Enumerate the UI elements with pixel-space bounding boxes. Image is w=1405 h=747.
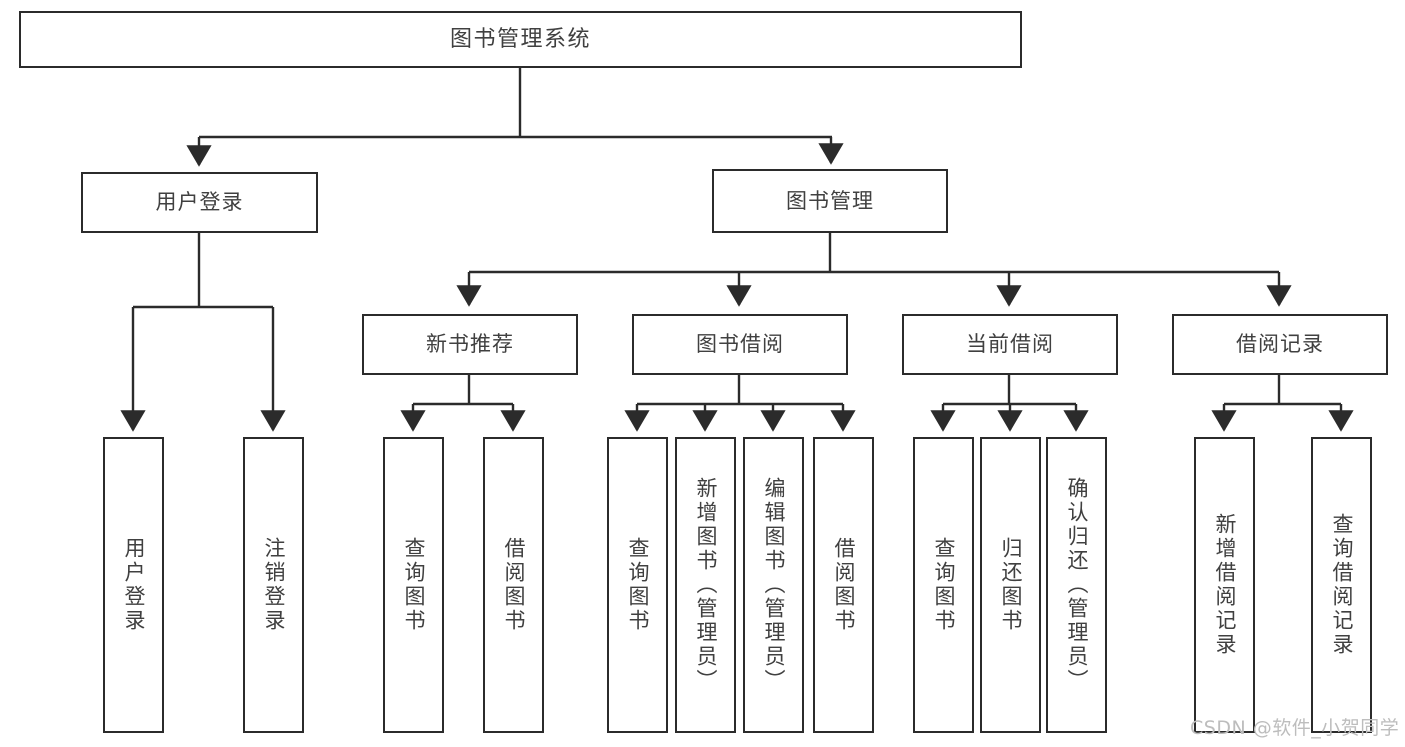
node-leaf-query-book-borrow[interactable]: 查询图书 [607, 437, 668, 733]
node-leaf-logout[interactable]: 注销登录 [243, 437, 304, 733]
node-leaf-logout-label: 注销登录 [262, 537, 286, 633]
node-book-management-label: 图书管理 [786, 188, 874, 213]
watermark: CSDN @软件_小贺同学 [1190, 717, 1400, 739]
node-leaf-query-book-new[interactable]: 查询图书 [383, 437, 444, 733]
node-leaf-confirm-return-admin[interactable]: 确认归还（管理员） [1046, 437, 1107, 733]
node-leaf-return-book[interactable]: 归还图书 [980, 437, 1041, 733]
node-leaf-query-borrow-record-label: 查询借阅记录 [1330, 513, 1354, 657]
node-leaf-query-book-borrow-label: 查询图书 [626, 537, 650, 633]
node-root[interactable]: 图书管理系统 [19, 11, 1022, 68]
node-leaf-borrow-book-new-label: 借阅图书 [502, 537, 526, 633]
node-current-borrow[interactable]: 当前借阅 [902, 314, 1118, 375]
node-leaf-user-login-label: 用户登录 [122, 537, 146, 633]
node-leaf-add-borrow-record[interactable]: 新增借阅记录 [1194, 437, 1255, 733]
node-leaf-query-book-current[interactable]: 查询图书 [913, 437, 974, 733]
node-current-borrow-label: 当前借阅 [966, 332, 1054, 357]
node-leaf-query-book-new-label: 查询图书 [402, 537, 426, 633]
node-leaf-confirm-return-admin-label: 确认归还（管理员） [1065, 477, 1089, 693]
node-leaf-borrow-book[interactable]: 借阅图书 [813, 437, 874, 733]
node-leaf-query-book-current-label: 查询图书 [932, 537, 956, 633]
node-borrow-record[interactable]: 借阅记录 [1172, 314, 1388, 375]
node-leaf-user-login[interactable]: 用户登录 [103, 437, 164, 733]
node-book-management[interactable]: 图书管理 [712, 169, 948, 233]
node-leaf-borrow-book-label: 借阅图书 [832, 537, 856, 633]
node-root-label: 图书管理系统 [449, 26, 591, 52]
node-borrow-record-label: 借阅记录 [1236, 332, 1324, 357]
node-new-book-recommend[interactable]: 新书推荐 [362, 314, 578, 375]
node-leaf-return-book-label: 归还图书 [999, 537, 1023, 633]
node-leaf-edit-book-admin[interactable]: 编辑图书（管理员） [743, 437, 804, 733]
node-leaf-query-borrow-record[interactable]: 查询借阅记录 [1311, 437, 1372, 733]
node-leaf-edit-book-admin-label: 编辑图书（管理员） [762, 477, 786, 693]
node-leaf-add-borrow-record-label: 新增借阅记录 [1213, 513, 1237, 657]
node-user-login-label: 用户登录 [155, 190, 244, 215]
node-leaf-add-book-admin-label: 新增图书（管理员） [694, 477, 718, 693]
node-leaf-add-book-admin[interactable]: 新增图书（管理员） [675, 437, 736, 733]
node-book-borrow-label: 图书借阅 [696, 332, 784, 357]
node-book-borrow[interactable]: 图书借阅 [632, 314, 848, 375]
node-new-book-recommend-label: 新书推荐 [426, 332, 514, 357]
node-leaf-borrow-book-new[interactable]: 借阅图书 [483, 437, 544, 733]
node-user-login[interactable]: 用户登录 [81, 172, 318, 233]
